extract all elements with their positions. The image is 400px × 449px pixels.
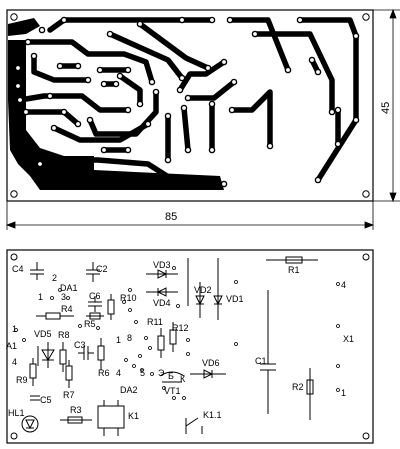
- label-r1: R1: [288, 265, 300, 275]
- label-c1: C1: [255, 356, 267, 366]
- label-r2: R2: [292, 382, 304, 392]
- label-pin-8: 8: [127, 333, 132, 343]
- label-r9: R9: [16, 375, 28, 385]
- label-pin-1a: 1: [38, 292, 43, 302]
- label-c4: C4: [12, 264, 24, 274]
- label-vd6: VD6: [202, 358, 220, 368]
- label-x1: X1: [343, 334, 354, 344]
- label-hl1: HL1: [8, 408, 25, 418]
- label-r4: R4: [61, 304, 73, 314]
- component-pins: [14, 266, 340, 400]
- component-labels: C4 2 C2 DA1 1 3 C6 R10 R4 R5 VD3 VD4 VD2…: [6, 260, 354, 421]
- label-c6: C6: [89, 291, 101, 301]
- label-pin-1c: 1: [116, 335, 121, 345]
- label-vd2: VD2: [194, 285, 212, 295]
- label-r11: R11: [147, 317, 163, 327]
- width-label: 85: [165, 211, 177, 223]
- label-da1: DA1: [60, 283, 78, 293]
- label-vd1: VD1: [226, 294, 244, 304]
- label-a1: A1: [6, 341, 17, 351]
- component-symbols: [21, 256, 318, 436]
- label-k1: K1: [128, 411, 139, 421]
- label-pin-k: К: [180, 374, 186, 384]
- dimension-height: [373, 8, 400, 203]
- label-vd3: VD3: [153, 260, 171, 270]
- label-r5: R5: [84, 319, 96, 329]
- label-r7: R7: [63, 390, 75, 400]
- label-c5: C5: [40, 395, 52, 405]
- component-board: [6, 249, 374, 444]
- label-c2: C2: [96, 264, 108, 274]
- label-pin-e: Э: [158, 368, 165, 378]
- label-r10: R10: [120, 293, 137, 303]
- label-r8: R8: [58, 330, 70, 340]
- label-vd4: VD4: [153, 298, 171, 308]
- label-pin-4b: 4: [12, 357, 17, 367]
- label-r12: R12: [172, 323, 189, 333]
- label-c3: C3: [74, 340, 86, 350]
- label-vd5: VD5: [34, 329, 52, 339]
- label-da2: DA2: [120, 385, 138, 395]
- label-pin-b: Б: [168, 371, 174, 381]
- label-pin-3a: 3: [61, 292, 66, 302]
- label-r6: R6: [98, 368, 110, 378]
- label-vt1: VT1: [164, 386, 181, 396]
- dimension-width: [5, 201, 375, 230]
- label-r3: R3: [70, 405, 82, 415]
- label-pin-4x: 4: [341, 280, 346, 290]
- pcb-ground-pour: [8, 18, 224, 190]
- label-k1-1: K1.1: [203, 410, 222, 420]
- label-pin-1b: 1: [12, 324, 17, 334]
- label-pin-2: 2: [52, 273, 57, 283]
- height-label: 45: [380, 102, 392, 114]
- label-pin-5: 5: [140, 368, 145, 378]
- label-pin-1x: 1: [341, 388, 346, 398]
- label-pin-4c: 4: [116, 368, 121, 378]
- pcb-pads: [14, 16, 360, 188]
